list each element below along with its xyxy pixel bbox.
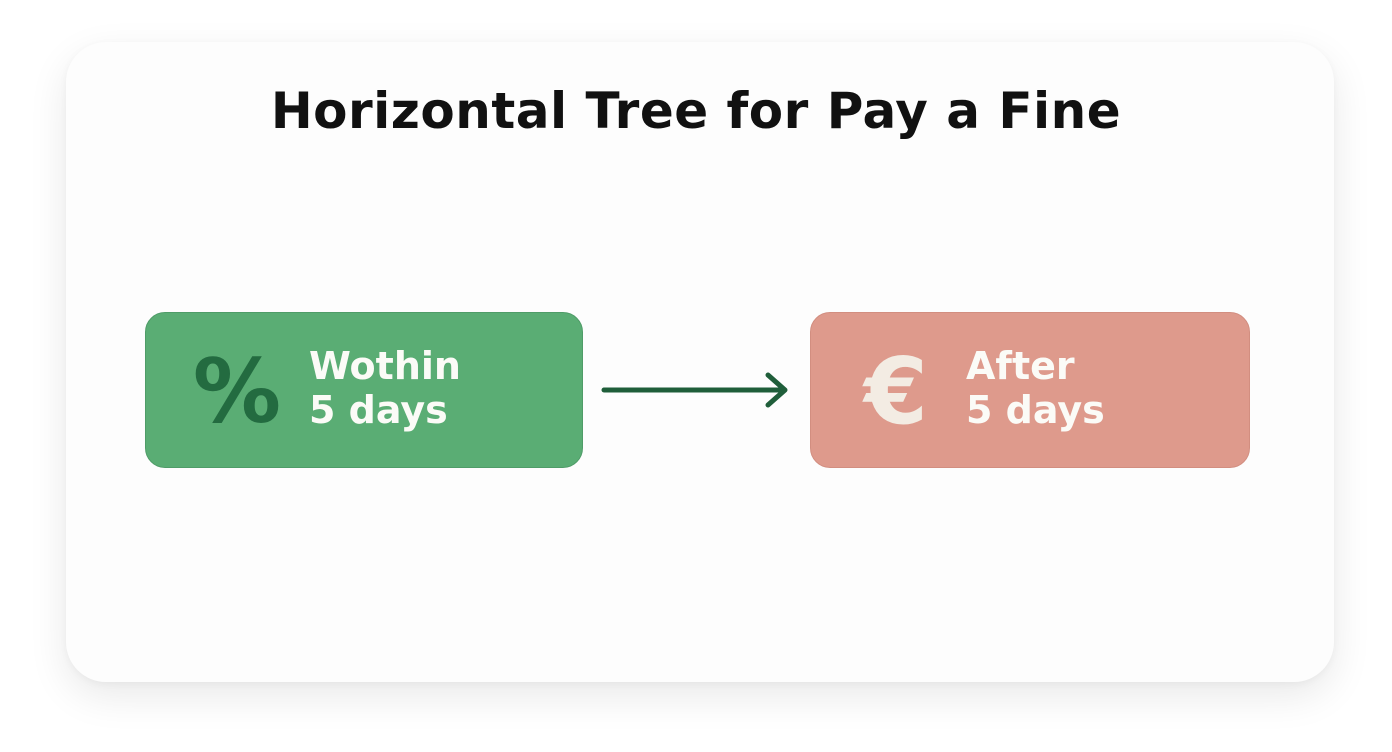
diagram-title: Horizontal Tree for Pay a Fine [270, 82, 1122, 140]
percent-icon: % [192, 340, 282, 443]
node-label: Wothin 5 days [309, 344, 461, 432]
node-label-line-2: 5 days [309, 388, 448, 432]
node-label-line-2: 5 days [966, 388, 1105, 432]
arrow-connector [601, 372, 788, 408]
arrow-head-icon [765, 372, 788, 408]
node-within-5-days: % Wothin 5 days [145, 312, 583, 468]
euro-icon: € [863, 338, 928, 445]
node-label: After 5 days [966, 344, 1105, 432]
node-after-5-days: € After 5 days [810, 312, 1250, 468]
node-label-line-1: Wothin [309, 344, 461, 388]
node-label-line-1: After [966, 344, 1075, 388]
